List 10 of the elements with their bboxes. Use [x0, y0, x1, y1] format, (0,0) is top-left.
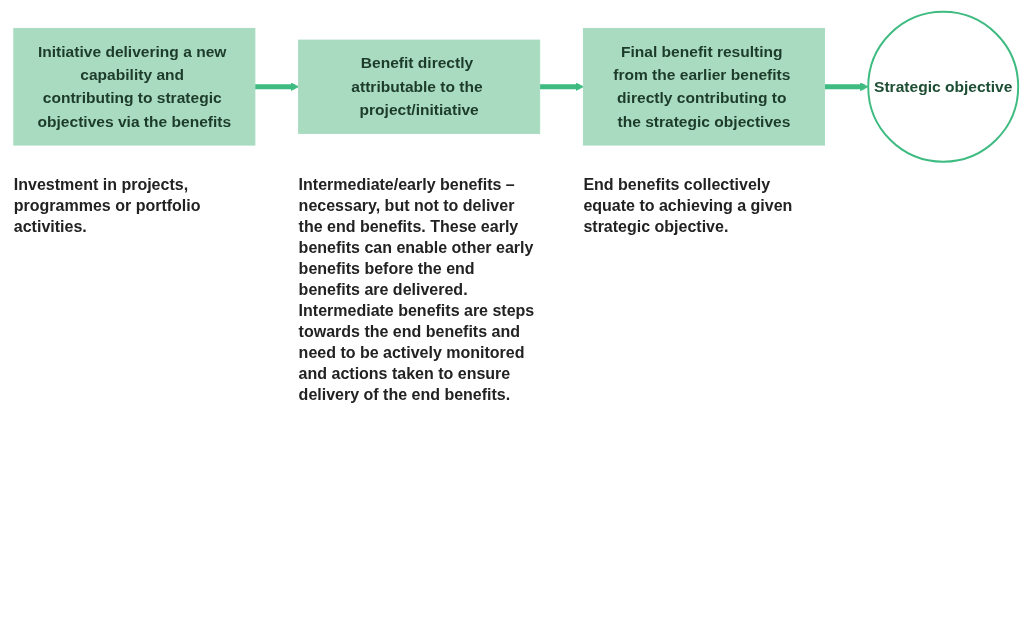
arrow: [254, 82, 299, 92]
node-description: End benefits collectively equate to achieving a given strategic objective.: [583, 174, 794, 237]
node-box: Initiative delivering a new capability and contributing to strategic objectives via the benefits: [13, 27, 256, 146]
node-circle: Strategic objective: [867, 10, 1020, 163]
arrow: [824, 82, 869, 92]
node-description: Intermediate/early benefits – necessary, but not to deliver the end benefits. These early benefits can enable other early benefits before the end benefits are delivered. Intermediate benefits are steps towards the end benefits and need to be actively monitored and actions taken to ensure delivery of the end benefits.: [298, 174, 536, 405]
arrow: [539, 82, 584, 92]
node-description: Investment in projects, programmes or portfolio activities.: [13, 174, 202, 237]
node-box: Final benefit resulting from the earlier benefits directly contributing to the strategic objectives: [582, 27, 825, 146]
node-box: Benefit directly attributable to the project/initiative: [298, 39, 541, 134]
